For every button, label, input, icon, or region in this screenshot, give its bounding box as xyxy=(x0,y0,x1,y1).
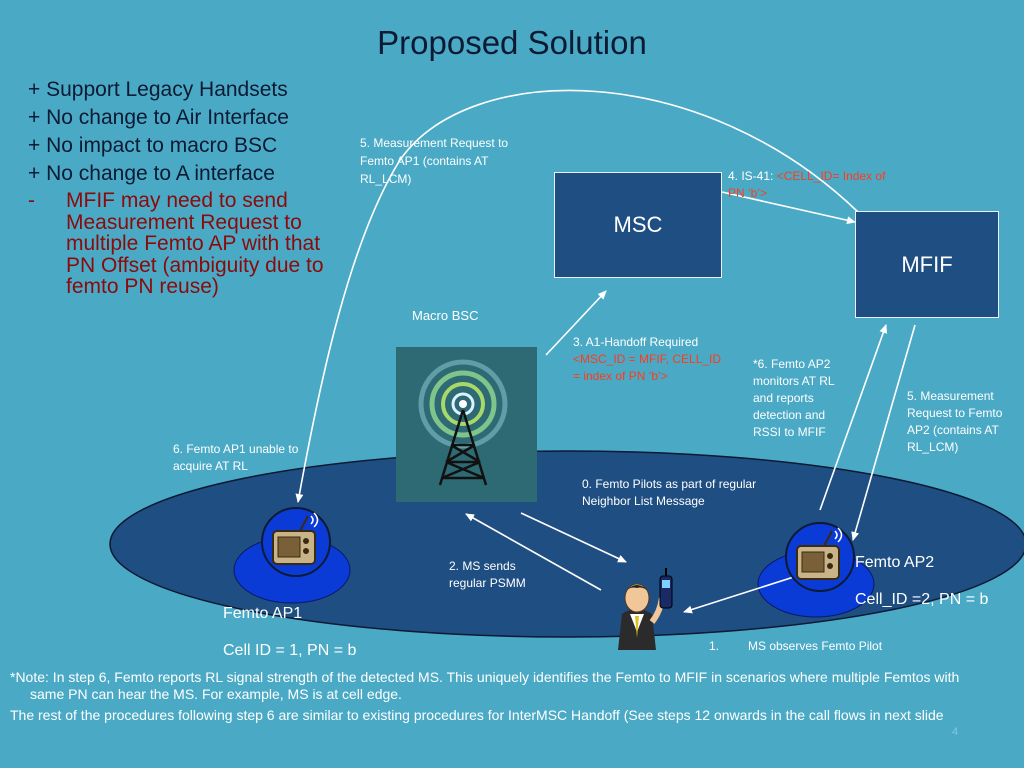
femto-ap2-cell-label: Cell_ID =2, PN = b xyxy=(855,591,989,608)
bullet-item: + Support Legacy Handsets xyxy=(28,78,288,101)
femto-ap2-label: Femto AP2 xyxy=(855,554,935,571)
sub-bullet-marker: - xyxy=(28,189,35,212)
arrow-step6-ap2 xyxy=(819,324,888,511)
bullet-item: + No change to A interface xyxy=(28,162,275,185)
mfif-box: MFIF xyxy=(855,211,999,318)
femto-radio-icon xyxy=(785,522,855,592)
msc-box: MSC xyxy=(554,172,722,278)
step4-prefix: 4. IS-41: xyxy=(728,169,777,183)
arrow-step0 xyxy=(520,512,627,563)
femto-radio-icon xyxy=(261,507,331,577)
bullet-item: + No change to Air Interface xyxy=(28,106,289,129)
arrow-step4 xyxy=(721,191,856,225)
step3-prefix: 3. A1-Handoff Required xyxy=(573,335,699,349)
mfif-label: MFIF xyxy=(901,251,953,277)
sub-bullet: - MFIF may need to send Measurement Requ… xyxy=(28,190,348,298)
step0-label: 0. Femto Pilots as part of regular Neigh… xyxy=(582,477,757,508)
step6-ap1-label: 6. Femto AP1 unable to acquire AT RL xyxy=(173,442,299,473)
step1-label: MS observes Femto Pilot xyxy=(748,639,883,653)
footnote-1: *Note: In step 6, Femto reports RL signa… xyxy=(10,669,960,702)
step3-label: 3. A1-Handoff Required <MSC_ID = MFIF, C… xyxy=(573,334,723,385)
bullet-item: + No impact to macro BSC xyxy=(28,134,278,157)
tower-icon xyxy=(396,347,537,502)
arrow-step5-to-ap1 xyxy=(295,89,859,503)
msc-label: MSC xyxy=(613,212,663,237)
step5-right-label: 5. Measurement Request to Femto AP2 (con… xyxy=(907,389,1003,454)
page-number: 4 xyxy=(952,726,959,738)
arrow-step3 xyxy=(545,290,607,356)
femto-ap1-cell-label: Cell ID = 1, PN = b xyxy=(223,642,357,659)
arrow-step1 xyxy=(683,574,801,614)
mobile-user-icon xyxy=(618,568,673,650)
sub-bullet-text: MFIF may need to send Measurement Reques… xyxy=(66,189,324,298)
arrow-step2 xyxy=(465,513,602,591)
femto-ap1-label: Femto AP1 xyxy=(223,605,303,622)
step4-label: 4. IS-41: <CELL_ID= Index of PN ‘b’> xyxy=(728,168,896,202)
step1-number: 1. xyxy=(709,639,720,653)
arrow-step5-to-ap2 xyxy=(851,324,916,541)
step3-red: <MSC_ID = MFIF, CELL_ID = index of PN ‘b… xyxy=(573,352,722,383)
page-title: Proposed Solution xyxy=(377,24,647,61)
macro-bsc-label: Macro BSC xyxy=(412,308,479,323)
step2-label: 2. MS sends regular PSMM xyxy=(449,559,526,590)
footnote-2: The rest of the procedures following ste… xyxy=(10,707,944,723)
bullet-list: + Support Legacy Handsets + No change to… xyxy=(28,76,348,298)
step5-top-label: 5. Measurement Request to Femto AP1 (con… xyxy=(360,136,509,186)
step6-ap2-label: *6. Femto AP2 monitors AT RL and reports… xyxy=(753,357,835,439)
step4-red: <CELL_ID= Index of PN ‘b’> xyxy=(728,169,886,200)
